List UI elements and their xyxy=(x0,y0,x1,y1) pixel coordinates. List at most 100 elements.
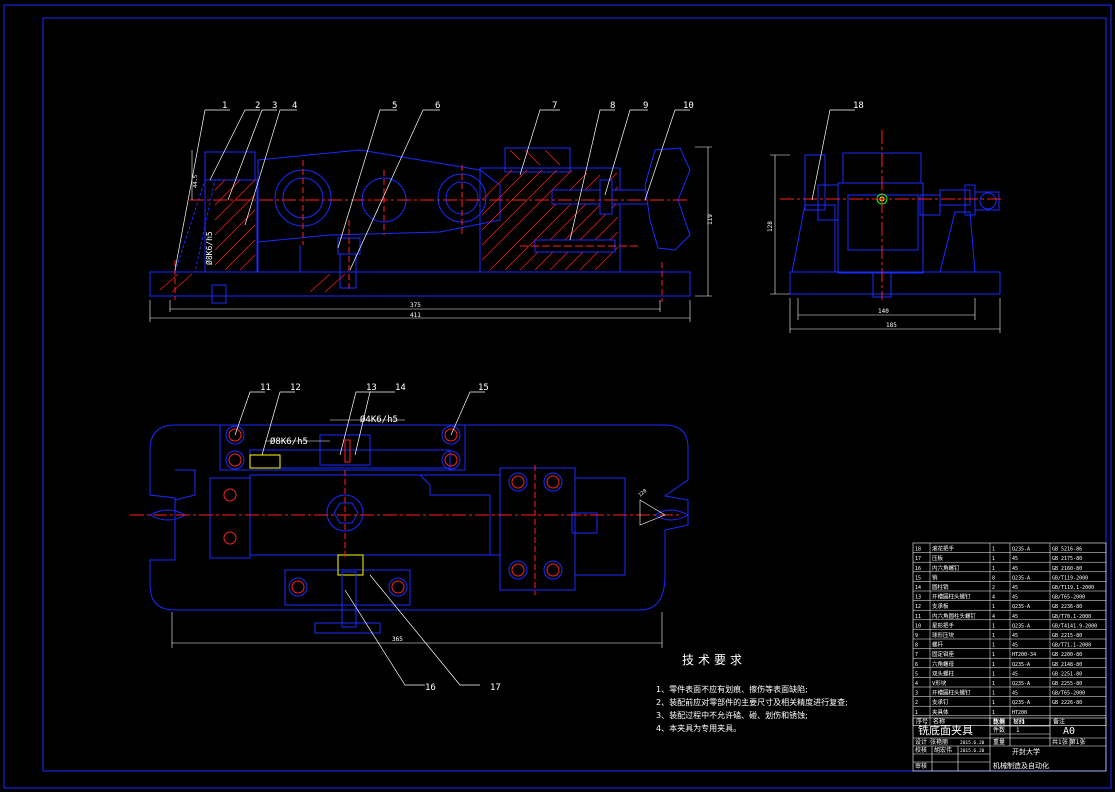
balloon-11: 11 xyxy=(260,383,271,393)
tech-req-item-4: 4、本夹具为专用夹具。 xyxy=(656,723,741,733)
front-workpiece xyxy=(257,149,501,243)
bom-cell-qty: 4 xyxy=(992,614,995,620)
bom-cell-std: GB 2255-80 xyxy=(1052,681,1082,687)
bom-cell-qty: 1 xyxy=(992,700,995,706)
bom-cell-std: GB 5216-86 xyxy=(1052,547,1082,553)
bom-cell-qty: 1 xyxy=(992,671,995,677)
scale-label: 比例 xyxy=(993,718,1005,726)
balloon-2: 2 xyxy=(255,101,260,111)
bom-cell-mat: 45 xyxy=(1012,585,1018,591)
approver-label: 审核 xyxy=(915,762,927,770)
bom-cell-mat: Q235-A xyxy=(1012,604,1030,610)
bom-cell-qty: 1 xyxy=(992,662,995,668)
bom-cell-qty: 1 xyxy=(992,691,995,697)
qty-label: 件数 xyxy=(993,726,1005,734)
bom-cell-no: 2 xyxy=(915,700,918,706)
bom-cell-mat: 45 xyxy=(1012,614,1018,620)
bom-header-cell: 名称 xyxy=(933,717,945,725)
side-view: 140 185 128 xyxy=(767,130,1003,333)
front-jaw xyxy=(479,167,621,273)
dim-side-185: 185 xyxy=(886,322,897,329)
checker-label: 校核 xyxy=(915,746,927,754)
bom-cell-no: 17 xyxy=(915,556,921,562)
dim-front-119: 119 xyxy=(707,214,714,225)
outer-border xyxy=(3,4,1112,789)
bom-cell-name: 六角螺母 xyxy=(932,660,955,668)
bom-cell-name: 球形压块 xyxy=(932,631,955,639)
bom-cell-mat: 45 xyxy=(1012,556,1018,562)
bom-cell-no: 14 xyxy=(915,585,921,591)
front-base xyxy=(149,271,691,297)
bom-cell-std: GB/T4141.9-2000 xyxy=(1052,623,1097,629)
bom-header-cell: 备注 xyxy=(1053,717,1065,725)
bom-cell-mat: 45 xyxy=(1012,691,1018,697)
balloon-leaders xyxy=(174,109,855,686)
bom-cell-std: GB/T119-2000 xyxy=(1052,575,1088,581)
bom-cell-no: 3 xyxy=(915,691,918,697)
top-fixed-jaw xyxy=(499,467,576,591)
bom-header-cell: 数量 xyxy=(993,717,1005,725)
bom-cell-name: 支承板 xyxy=(932,602,949,610)
bom-cell-name: 压板 xyxy=(932,554,944,562)
front-star-handle xyxy=(644,147,691,251)
top-view: 365 Ø8K6/h5 Ø4K6/h5 120 xyxy=(130,414,689,648)
balloon-labels: 1 2 3 4 5 6 7 8 9 10 11 12 13 14 15 16 1… xyxy=(222,101,864,693)
balloon-10: 10 xyxy=(683,101,694,111)
balloon-17: 17 xyxy=(490,683,501,693)
bom-cell-no: 12 xyxy=(915,604,921,610)
bom-cell-std: GB 2200-80 xyxy=(1052,652,1082,658)
front-view: 375 411 119 44.5 Ø8K6/h5 xyxy=(149,146,714,322)
bom-cell-qty: 1 xyxy=(992,623,995,629)
bom-cell-qty: 1 xyxy=(992,643,995,649)
tech-req-item-3: 3、装配过程中不允许磕、碰、划伤和锈蚀; xyxy=(656,710,808,720)
bom-cell-no: 5 xyxy=(915,671,918,677)
bom-cell-no: 10 xyxy=(915,623,921,629)
bom-cell-std: GB 2175-80 xyxy=(1052,556,1082,562)
bom-cell-std: GB/T70.1-2000 xyxy=(1052,614,1091,620)
tech-req-item-1: 1、零件表面不应有划痕、擦伤等表面缺陷; xyxy=(656,684,808,694)
balloon-4: 4 xyxy=(292,101,297,111)
bom-cell-no: 8 xyxy=(915,643,918,649)
bom-header-cell: 材料 xyxy=(1013,717,1025,725)
bom-cell-no: 16 xyxy=(915,566,921,572)
bom-cell-std: GB 2251-80 xyxy=(1052,671,1082,677)
dim-front-fit: Ø8K6/h5 xyxy=(204,231,214,265)
balloon-15: 15 xyxy=(478,383,489,393)
bom-cell-mat: HT200 xyxy=(1012,710,1027,716)
bom-cell-qty: 8 xyxy=(992,575,995,581)
bom-cell-name: 开槽圆柱头螺钉 xyxy=(932,593,971,601)
bom-cell-name: V形块 xyxy=(932,679,947,687)
dim-top-angle: 120 xyxy=(637,488,648,498)
bom-cell-name: 夹具体 xyxy=(932,708,949,716)
bom-cell-mat: Q235-A xyxy=(1012,681,1030,687)
dim-front-411: 411 xyxy=(410,312,421,319)
dim-top-length: 365 xyxy=(392,636,403,643)
bom-cell-std: GB 2215-80 xyxy=(1052,633,1082,639)
balloon-9: 9 xyxy=(643,101,648,111)
scale-value: 1:1 xyxy=(1014,719,1025,726)
bom-cell-name: 开槽圆柱头螺钉 xyxy=(932,689,971,697)
bom-cell-std: GB/T65-2000 xyxy=(1052,595,1085,601)
bom-cell-qty: 1 xyxy=(992,710,995,716)
bom-cell-std: GB/T71.1-2000 xyxy=(1052,643,1091,649)
technical-requirements: 技术要求 1、零件表面不应有划痕、擦伤等表面缺陷; 2、装配前应对零部件的主要尺… xyxy=(656,653,848,733)
bom-cell-qty: 1 xyxy=(992,633,995,639)
weight-label: 重量 xyxy=(993,738,1005,746)
bom-cell-no: 11 xyxy=(915,614,921,620)
bom-cell-name: 内六角圆柱头螺钉 xyxy=(932,612,977,620)
dim-front-375: 375 xyxy=(410,302,421,309)
balloon-6: 6 xyxy=(435,101,440,111)
dim-top-fit2: Ø4K6/h5 xyxy=(360,414,398,425)
qty-value: 1 xyxy=(1016,727,1020,734)
bom-cell-std: GB 2226-80 xyxy=(1052,700,1082,706)
sheet-count: 共1张 第1张 xyxy=(1052,738,1086,746)
bom-cell-mat: Q235-A xyxy=(1012,623,1030,629)
bom-cell-std: GB/T119.1-2000 xyxy=(1052,585,1094,591)
tech-req-title: 技术要求 xyxy=(682,653,746,667)
check-date: 2015.6.20 xyxy=(960,748,985,754)
bom-cell-name: 固定钳座 xyxy=(932,650,955,658)
bom-cell-std: GB 2236-80 xyxy=(1052,604,1082,610)
bom-frame xyxy=(912,542,1107,726)
bom-cell-name: 星形把手 xyxy=(932,621,955,629)
